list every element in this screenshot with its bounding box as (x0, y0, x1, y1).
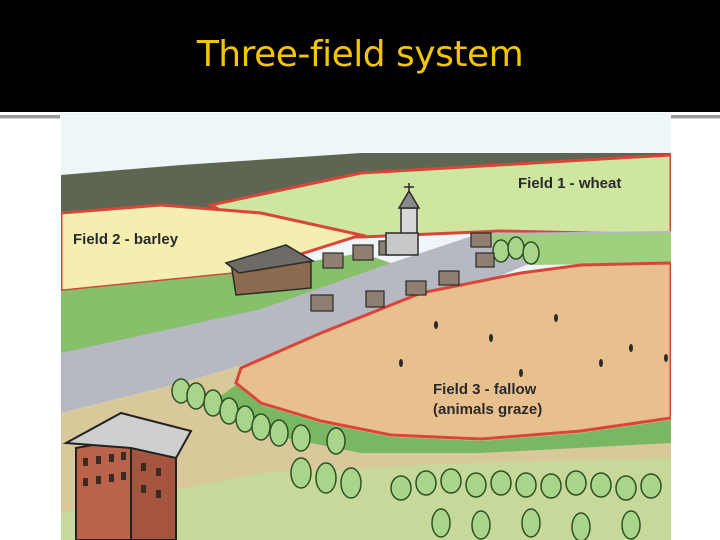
divider-left (0, 115, 60, 119)
slide-header: Three-field system (0, 0, 720, 112)
field-3-label: Field 3 - fallow (433, 381, 537, 398)
field-1-label: Field 1 - wheat (518, 175, 622, 192)
slide-title: Three-field system (196, 34, 524, 75)
field-3-sublabel: (animals graze) (433, 401, 543, 418)
field-2-label: Field 2 - barley (73, 231, 179, 248)
divider-right (671, 115, 720, 119)
three-field-illustration: Field 1 - wheat Field 2 - barley Field 3… (61, 113, 671, 540)
